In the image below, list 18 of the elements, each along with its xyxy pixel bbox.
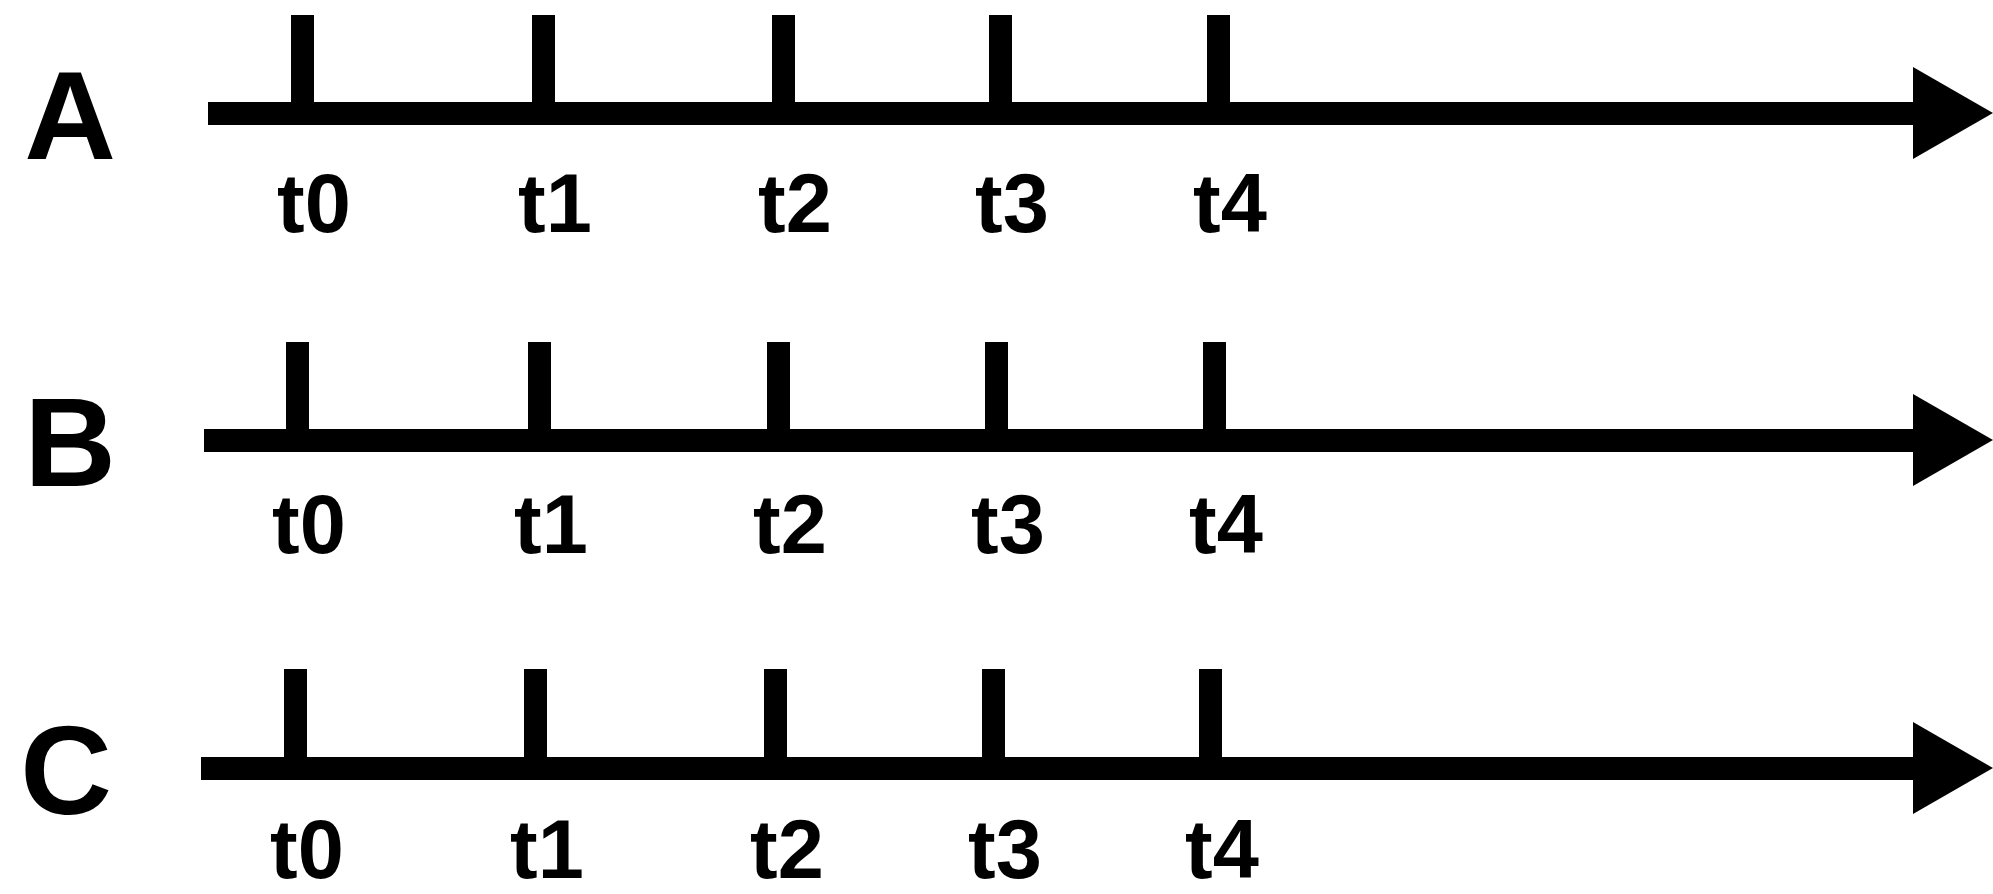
time-label: t0 [277, 161, 351, 245]
time-label: t1 [518, 161, 592, 245]
row-label: B [24, 378, 116, 506]
time-label: t3 [975, 161, 1049, 245]
time-label: t2 [750, 807, 824, 891]
time-label: t1 [514, 482, 588, 566]
time-label: t4 [1193, 161, 1267, 245]
time-label: t2 [753, 482, 827, 566]
time-label: t3 [971, 482, 1045, 566]
time-label: t4 [1189, 482, 1263, 566]
row-label: A [24, 51, 116, 179]
time-label: t4 [1185, 807, 1259, 891]
time-label: t0 [272, 482, 346, 566]
time-label: t1 [510, 807, 584, 891]
row-label: C [20, 706, 112, 834]
time-label: t3 [968, 807, 1042, 891]
time-label: t0 [270, 807, 344, 891]
time-label: t2 [758, 161, 832, 245]
